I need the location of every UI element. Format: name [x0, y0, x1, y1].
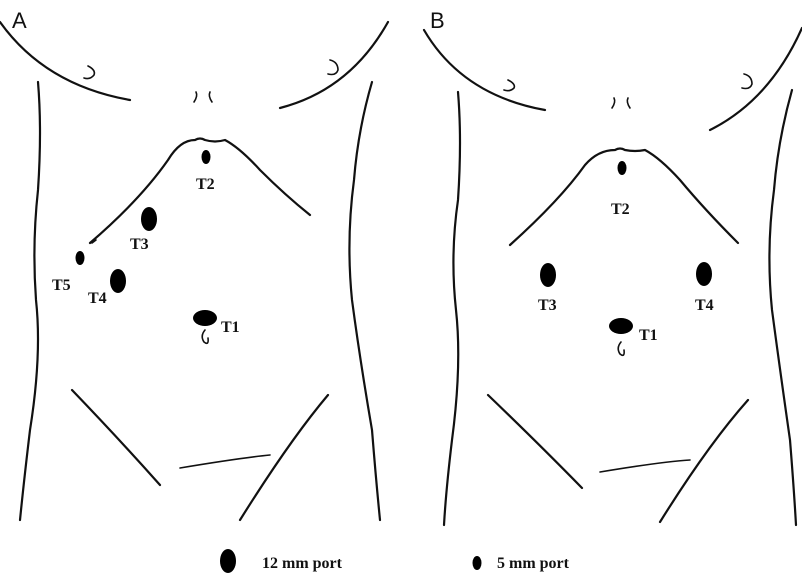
legend-12mm-port-label: 12 mm port: [262, 555, 343, 572]
panel-b-label-t1: T1: [639, 327, 658, 344]
panel-b-label-t4: T4: [695, 297, 714, 314]
panel-b-port-t1: [609, 318, 633, 334]
panel-b-label-t2: T2: [611, 201, 630, 218]
panel-a-port-t4: [110, 269, 126, 293]
panel-a-label-t3: T3: [130, 236, 149, 253]
legend: 12 mm port 5 mm port: [220, 549, 570, 573]
panel-a-port-t1: [193, 310, 217, 326]
panel-b-port-t4: [696, 262, 712, 286]
legend-12mm-port-marker: [220, 549, 236, 573]
legend-5mm-port-marker: [473, 556, 482, 570]
panel-a-label-t4: T4: [88, 290, 107, 307]
legend-5mm-port-label: 5 mm port: [497, 555, 570, 572]
panel-a-port-t2: [202, 150, 211, 164]
panel-b-torso-outline: [424, 28, 802, 525]
panel-a-port-t3: [141, 207, 157, 231]
panel-b-letter: B: [430, 8, 445, 33]
panel-a: A: [0, 8, 388, 520]
panel-b: B T1 T2 T3 T4: [424, 8, 802, 525]
panel-a-label-t2: T2: [196, 176, 215, 193]
panel-b-label-t3: T3: [538, 297, 557, 314]
panel-b-port-t3: [540, 263, 556, 287]
panel-a-label-t5: T5: [52, 277, 71, 294]
panel-a-torso-outline: [0, 22, 388, 520]
panel-a-label-t1: T1: [221, 319, 240, 336]
panel-a-port-t5: [76, 251, 85, 265]
panel-b-port-t2: [618, 161, 627, 175]
panel-a-letter: A: [12, 8, 27, 33]
